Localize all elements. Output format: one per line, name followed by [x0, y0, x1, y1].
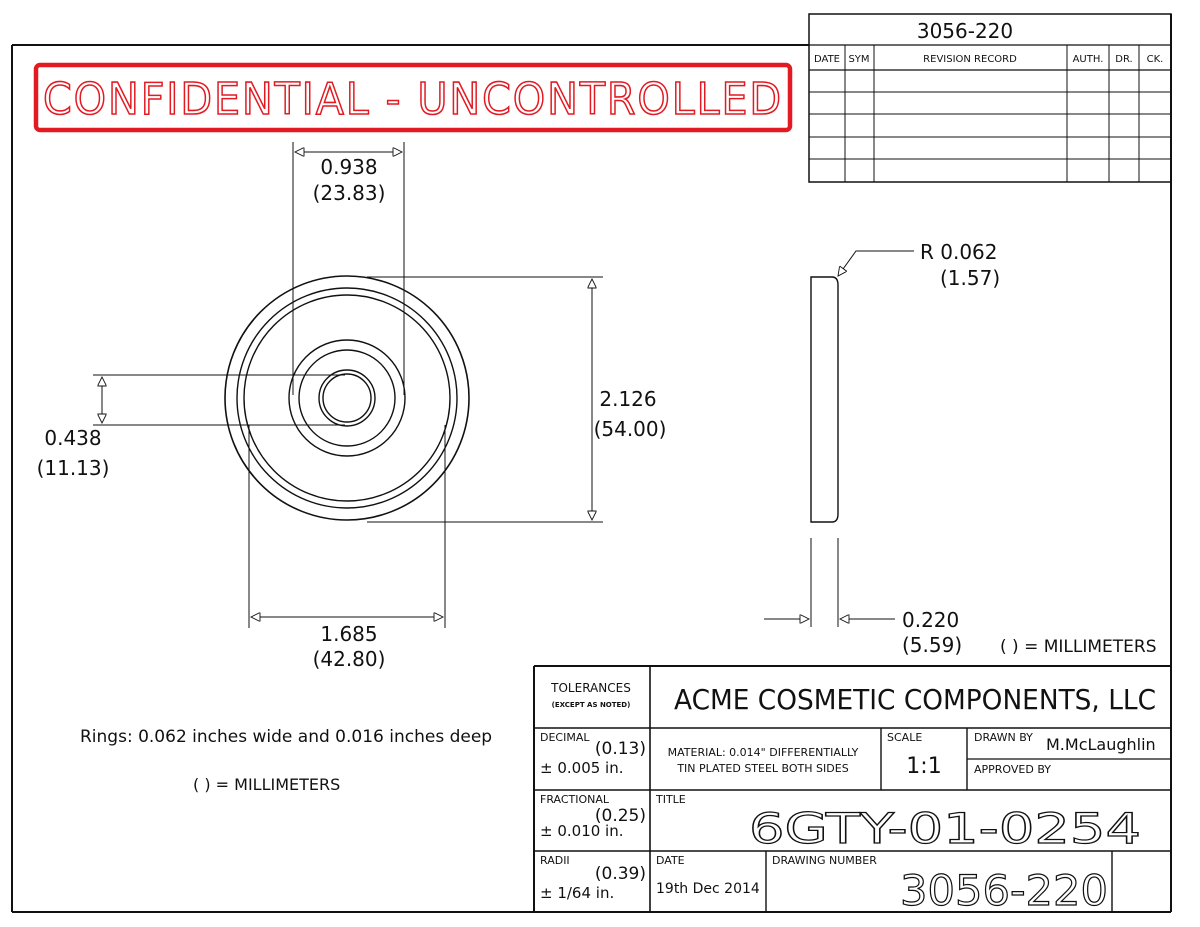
decimal-mm: (0.13)	[595, 739, 646, 759]
side-profile	[810, 276, 839, 523]
dimension-hole: 0.438 (11.13)	[37, 374, 345, 480]
decimal-tolerance: ± 0.005 in.	[540, 759, 624, 777]
side-view: R 0.062 (1.57) 0.220 (5.59) ( ) = MILLIM…	[764, 240, 1157, 657]
rev-header-sym: SYM	[848, 54, 869, 65]
drawn-by-label: DRAWN BY	[974, 731, 1033, 744]
dim-inner-ring-mm: (23.83)	[313, 181, 386, 205]
fractional-tolerance: ± 0.010 in.	[540, 822, 624, 840]
hole-circle-outer	[318, 369, 376, 427]
date-value: 19th Dec 2014	[656, 881, 760, 897]
confidential-stamp: CONFIDENTIAL - UNCONTROLLED	[33, 62, 793, 133]
ring-circle-inner-1	[288, 339, 406, 457]
notes: Rings: 0.062 inches wide and 0.016 inche…	[80, 727, 492, 794]
scale-value: 1:1	[906, 754, 941, 779]
ring-circle-outer-2	[243, 294, 451, 502]
rev-header-record: REVISION RECORD	[923, 54, 1017, 65]
material-line-2: TIN PLATED STEEL BOTH SIDES	[676, 762, 848, 775]
dim-middle-ring-inch: 1.685	[320, 622, 377, 646]
dim-outer-mm: (54.00)	[594, 417, 667, 441]
mm-note-left: ( ) = MILLIMETERS	[193, 775, 340, 794]
drawing-number-value: 3056-220	[900, 866, 1108, 915]
dimension-middle-ring: 1.685 (42.80)	[248, 425, 446, 671]
rev-header-date: DATE	[814, 54, 840, 65]
dim-outer-inch: 2.126	[599, 387, 656, 411]
title-value: 6GTY-01-0254	[749, 804, 1141, 853]
drawing-number-label: DRAWING NUMBER	[772, 854, 877, 867]
dim-thickness-mm: (5.59)	[902, 633, 962, 657]
rev-header-dr: DR.	[1115, 54, 1132, 65]
radii-label: RADII	[540, 854, 570, 867]
ring-circle-outer-1	[236, 287, 458, 509]
dim-thickness-inch: 0.220	[902, 608, 959, 632]
dimension-outer: 2.126 (54.00)	[367, 276, 667, 523]
dimension-inner-ring: 0.938 (23.83)	[292, 142, 405, 395]
confidential-stamp-text: CONFIDENTIAL - UNCONTROLLED	[43, 74, 783, 125]
title-block: TOLERANCES (EXCEPT AS NOTED) ACME COSMET…	[533, 665, 1171, 916]
drawn-by-value: M.McLaughlin	[1046, 735, 1156, 754]
revision-record-block: 3056-220 DATE SYM REVISION RECORD AUTH. …	[808, 13, 1172, 183]
scale-label: SCALE	[887, 731, 922, 744]
rev-header-auth: AUTH.	[1073, 54, 1104, 65]
decimal-label: DECIMAL	[540, 731, 590, 744]
dim-edge-radius-mm: (1.57)	[940, 266, 1000, 290]
dim-edge-radius-inch: R 0.062	[920, 240, 998, 264]
hole-circle-inner	[322, 373, 372, 423]
ring-circle-inner-2	[298, 349, 396, 447]
material-line-1: MATERIAL: 0.014" DIFFERENTIALLY	[668, 746, 859, 759]
rings-note: Rings: 0.062 inches wide and 0.016 inche…	[80, 727, 492, 747]
fractional-mm: (0.25)	[595, 806, 646, 826]
except-noted-label: (EXCEPT AS NOTED)	[552, 701, 631, 709]
fractional-label: FRACTIONAL	[540, 793, 610, 806]
outer-edge-circle	[224, 275, 470, 521]
date-label: DATE	[656, 854, 685, 867]
company-name: ACME COSMETIC COMPONENTS, LLC	[674, 683, 1156, 716]
dim-inner-ring-inch: 0.938	[320, 155, 377, 179]
mm-note-side: ( ) = MILLIMETERS	[1000, 637, 1157, 657]
radii-mm: (0.39)	[595, 864, 646, 884]
dim-hole-inch: 0.438	[44, 426, 101, 450]
radii-tolerance: ± 1/64 in.	[540, 884, 614, 902]
title-label: TITLE	[655, 793, 686, 806]
front-view	[224, 275, 470, 521]
dim-hole-mm: (11.13)	[37, 456, 110, 480]
tolerances-label: TOLERANCES	[550, 681, 631, 695]
rev-header-ck: CK.	[1147, 54, 1164, 65]
top-drawing-number: 3056-220	[917, 19, 1013, 43]
approved-by-label: APPROVED BY	[974, 763, 1051, 776]
dim-middle-ring-mm: (42.80)	[313, 647, 386, 671]
